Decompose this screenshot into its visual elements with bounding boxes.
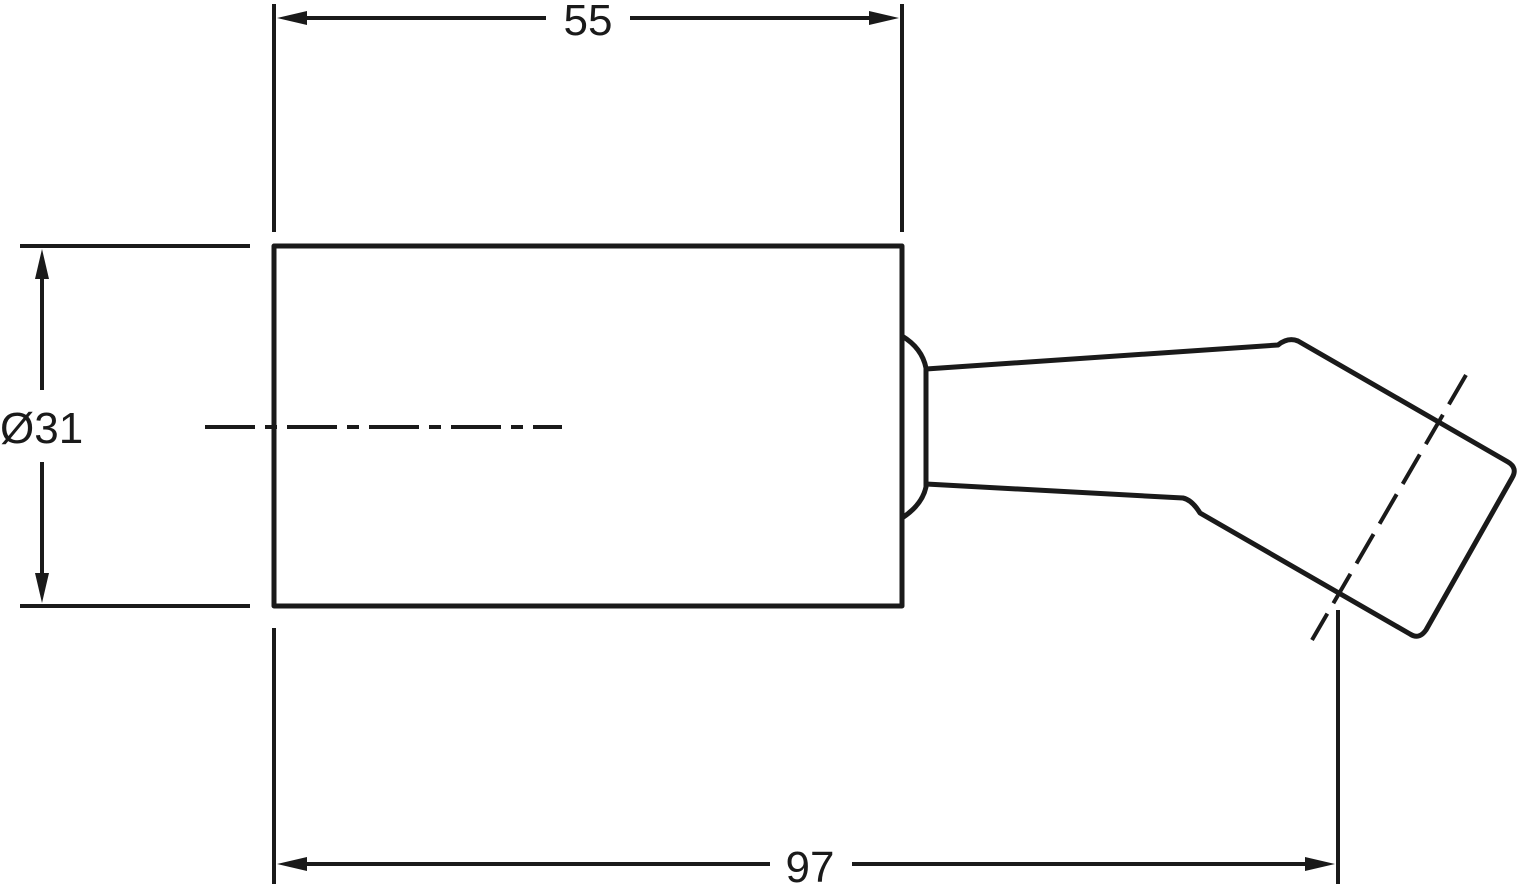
- dimension-label-diameter: Ø31: [0, 404, 83, 453]
- arrowhead-top-left: [277, 11, 307, 25]
- arrowhead-top-right: [869, 11, 899, 25]
- arrowhead-left-top: [35, 249, 49, 279]
- arm-outline: [923, 337, 1517, 639]
- arrowhead-left-bottom: [35, 573, 49, 603]
- dimension-label-55: 55: [564, 0, 613, 45]
- arrowhead-bottom-right: [1305, 857, 1335, 871]
- body-rectangle: [271, 243, 905, 609]
- head-centerline: [1310, 373, 1468, 642]
- dimension-label-97: 97: [786, 843, 835, 884]
- collar: [899, 333, 929, 521]
- arrowhead-bottom-left: [277, 857, 307, 871]
